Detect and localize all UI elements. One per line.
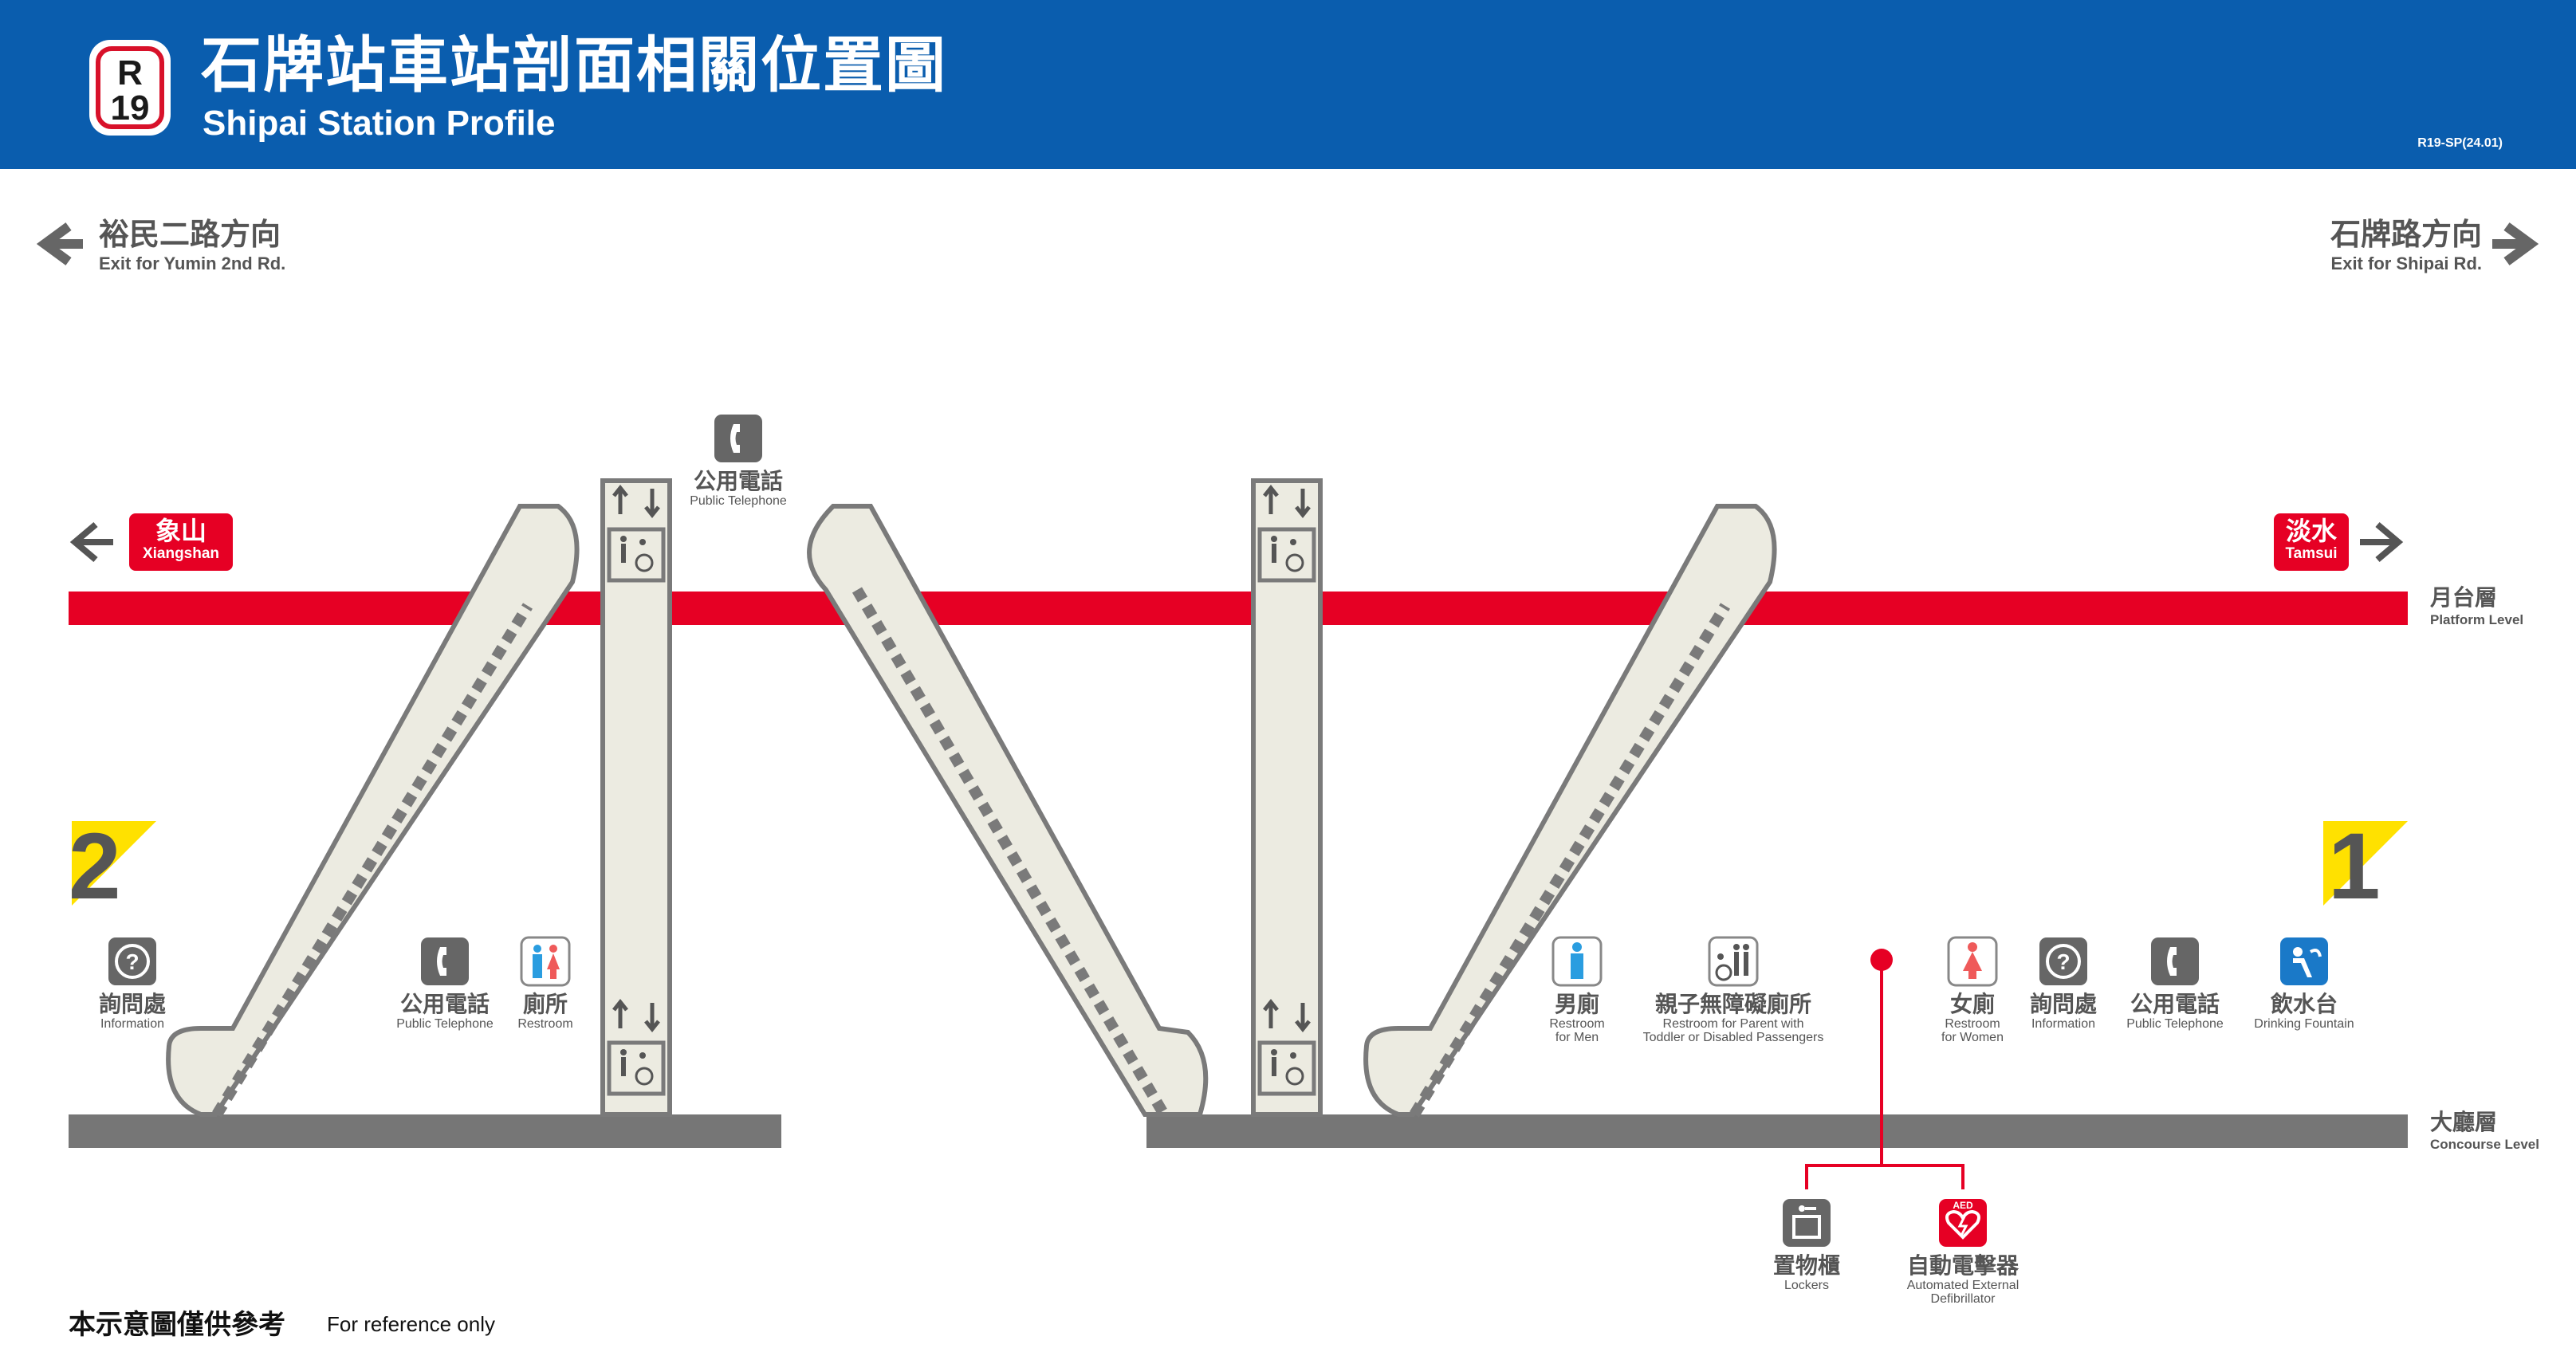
aed-label-en1: Automated External xyxy=(1906,1279,2020,1292)
left-info-label-en: Information xyxy=(100,1017,165,1031)
lockers-label-en: Lockers xyxy=(1784,1279,1830,1292)
direction-xiangshan-badge: 象山 Xiangshan xyxy=(129,513,233,571)
aed-icon xyxy=(1939,1199,1987,1247)
direction-tamsui-zh: 淡水 xyxy=(2285,517,2337,545)
station-number: 19 xyxy=(110,88,150,128)
left-phone-label-zh: 公用電話 xyxy=(399,992,490,1016)
exit-right-en: Exit for Shipai Rd. xyxy=(2330,254,2482,273)
direction-xiangshan-en: Xiangshan xyxy=(142,545,220,562)
document-code: R19-SP(24.01) xyxy=(2417,136,2503,150)
svg-text:?: ? xyxy=(2056,949,2070,974)
left-restroom-label-zh: 廁所 xyxy=(522,992,568,1016)
right-info-label-en: Information xyxy=(2031,1017,2096,1031)
platform-level-zh: 月台層 xyxy=(2430,585,2498,610)
left-info-label-zh: 詢問處 xyxy=(98,992,166,1016)
women-label-en1: Restroom xyxy=(1945,1017,2000,1031)
station-code-badge: R 19 xyxy=(89,40,171,136)
question-icon: ? xyxy=(2039,937,2087,985)
direction-tamsui-badge: 淡水 Tamsui xyxy=(2274,513,2349,571)
platform-track-line xyxy=(69,592,2408,625)
direction-right-arrow-icon xyxy=(2360,521,2404,563)
aed-label-en2: Defibrillator xyxy=(1930,1292,1996,1306)
left-phone-label-en: Public Telephone xyxy=(396,1017,494,1031)
arrow-right-icon xyxy=(2492,222,2539,265)
water-fountain-icon xyxy=(2280,937,2328,985)
svg-text:?: ? xyxy=(125,949,139,974)
women-restroom-icon xyxy=(1947,936,1998,987)
elevator-accessible-icons xyxy=(620,536,1304,1086)
women-label-zh: 女廁 xyxy=(1949,992,1995,1016)
locker-icon xyxy=(1783,1199,1831,1247)
fountain-label-en: Drinking Fountain xyxy=(2254,1017,2354,1031)
exit-2-corner xyxy=(72,821,156,906)
concourse-level-en: Concourse Level xyxy=(2430,1137,2539,1152)
phone-icon xyxy=(421,937,469,985)
direction-tamsui-en: Tamsui xyxy=(2285,545,2338,562)
exit-1-corner xyxy=(2323,821,2408,906)
question-icon: ? xyxy=(108,937,156,985)
facility-left-info: 詢問處 Information xyxy=(29,992,236,1031)
exit-2-number: 2 xyxy=(69,814,121,919)
platform-phone-label-zh: 公用電話 xyxy=(693,469,783,493)
aed-badge-text: AED xyxy=(1953,1200,1973,1211)
facility-men-restroom: 男廁 Restroom for Men xyxy=(1473,992,1681,1044)
women-label-en2: for Women xyxy=(1941,1031,2004,1044)
aed-label-zh: 自動電擊器 xyxy=(1906,1253,2019,1278)
concourse-level-zh: 大廳層 xyxy=(2430,1110,2498,1134)
direction-left-arrow-icon xyxy=(69,521,113,563)
facility-aed: 自動電擊器 Automated External Defibrillator xyxy=(1859,1253,2067,1306)
direction-xiangshan-zh: 象山 xyxy=(155,517,206,545)
men-label-zh: 男廁 xyxy=(1554,992,1599,1016)
facility-family-restroom: 親子無障礙廁所 Restroom for Parent with Toddler… xyxy=(1606,992,1861,1044)
facility-women-restroom: 女廁 Restroom for Women xyxy=(1869,992,2076,1044)
facility-connector xyxy=(1805,960,1964,1189)
facility-right-phone: 公用電話 Public Telephone xyxy=(2071,992,2279,1031)
concourse-floor-right xyxy=(1146,1114,2408,1148)
exit-left-zh: 裕民二路方向 xyxy=(99,218,281,252)
elevator-updown-icons xyxy=(612,484,1311,1033)
concourse-floor-left xyxy=(69,1114,781,1148)
facility-fountain: 飲水台 Drinking Fountain xyxy=(2200,992,2408,1031)
right-phone-label-en: Public Telephone xyxy=(2126,1017,2224,1031)
right-phone-label-zh: 公用電話 xyxy=(2130,992,2220,1016)
platform-phone-label-en: Public Telephone xyxy=(690,494,787,508)
men-label-en1: Restroom xyxy=(1549,1017,1605,1031)
family-label-zh: 親子無障礙廁所 xyxy=(1654,992,1811,1016)
page-title-zh: 石牌站車站剖面相關位置圖 xyxy=(201,32,947,100)
right-info-label-zh: 詢問處 xyxy=(2029,992,2097,1016)
escalator-left xyxy=(166,504,580,1118)
reference-note-en: For reference only xyxy=(327,1312,495,1336)
men-restroom-icon xyxy=(1551,936,1603,987)
facility-left-restroom: 廁所 Restroom xyxy=(442,992,649,1031)
restroom-icon xyxy=(520,936,571,987)
arrow-left-icon xyxy=(36,222,83,265)
facility-platform-phone: 公用電話 Public Telephone xyxy=(635,469,842,508)
family-label-en2: Toddler or Disabled Passengers xyxy=(1642,1031,1824,1044)
lockers-label-zh: 置物櫃 xyxy=(1772,1253,1840,1278)
family-label-en1: Restroom for Parent with xyxy=(1662,1017,1804,1031)
phone-icon xyxy=(714,415,762,462)
escalator-right xyxy=(1363,504,1777,1118)
escalator-middle xyxy=(807,504,1209,1118)
exit-right-zh: 石牌路方向 xyxy=(2330,218,2482,252)
reference-note-zh: 本示意圖僅供參考 xyxy=(69,1310,285,1340)
facility-left-phone: 公用電話 Public Telephone xyxy=(341,992,549,1031)
fountain-label-zh: 飲水台 xyxy=(2270,992,2338,1016)
men-label-en2: for Men xyxy=(1555,1031,1599,1044)
exit-left-en: Exit for Yumin 2nd Rd. xyxy=(99,254,286,273)
platform-level-en: Platform Level xyxy=(2430,612,2524,627)
elevator-right xyxy=(1251,478,1323,1117)
header-bar: R 19 石牌站車站剖面相關位置圖 Shipai Station Profile… xyxy=(0,0,2576,169)
left-restroom-label-en: Restroom xyxy=(517,1017,573,1031)
family-restroom-icon xyxy=(1708,936,1759,987)
exit-1-number: 1 xyxy=(2328,814,2381,919)
facility-lockers: 置物櫃 Lockers xyxy=(1703,1253,1910,1292)
facility-right-info: 詢問處 Information xyxy=(1960,992,2167,1031)
location-marker xyxy=(1870,949,1893,971)
page-title-en: Shipai Station Profile xyxy=(203,104,556,143)
station-line-code: R xyxy=(117,53,143,92)
station-code-border: R 19 xyxy=(96,46,164,129)
phone-icon xyxy=(2151,937,2199,985)
